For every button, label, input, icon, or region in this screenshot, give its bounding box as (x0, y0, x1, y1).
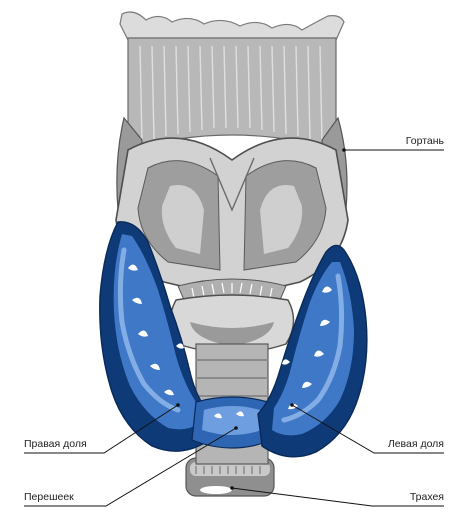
label-trachea: Трахея (410, 491, 444, 503)
label-left-lobe: Левая доля (388, 438, 444, 450)
label-right-lobe: Правая доля (24, 438, 87, 450)
label-larynx: Гортань (406, 135, 445, 147)
label-isthmus: Перешеек (24, 491, 74, 503)
